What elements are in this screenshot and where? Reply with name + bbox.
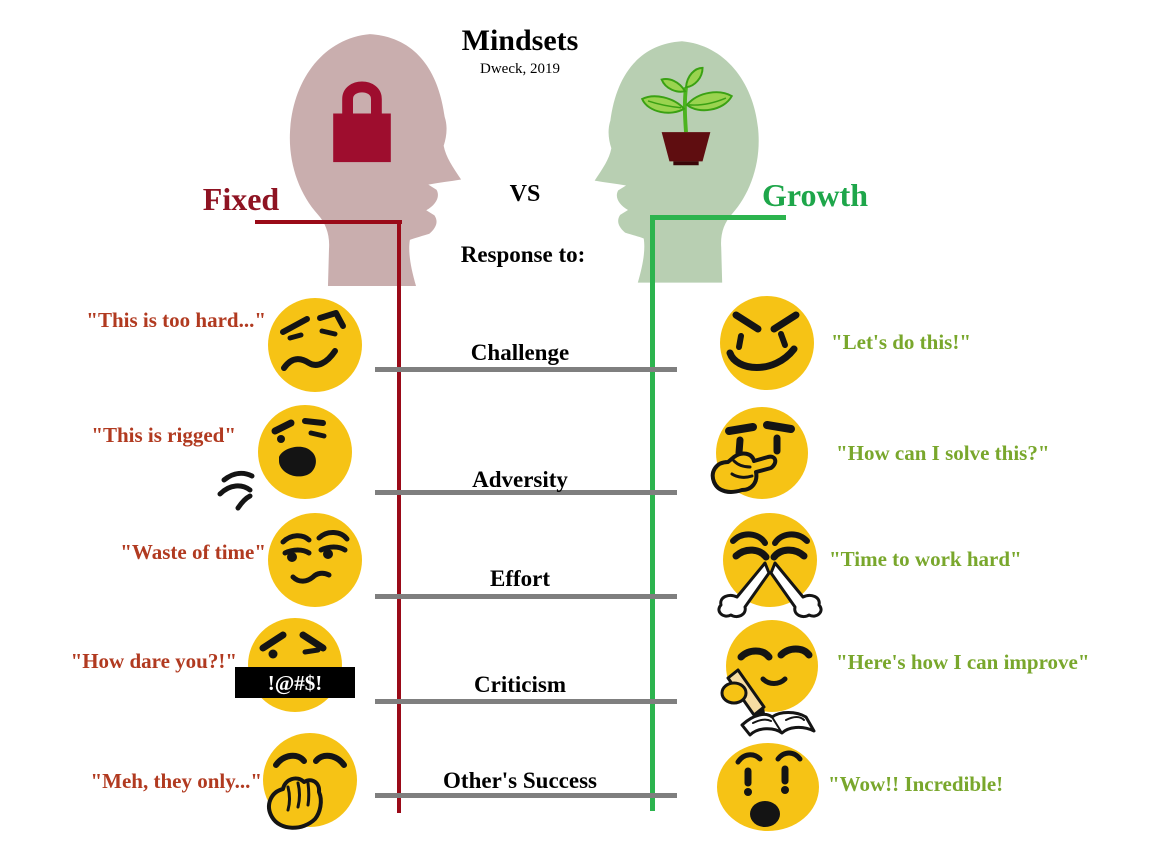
fixed-quote-challenge: "This is too hard..." <box>86 308 266 332</box>
writing-notes-face-icon <box>707 608 837 738</box>
astonished-face-icon <box>703 725 833 855</box>
fixed-quote-others-success: "Meh, they only..." <box>90 769 263 793</box>
fixed-connector-line-vertical <box>397 220 401 813</box>
fixed-quote-criticism: "How dare you?!" <box>70 649 237 673</box>
growth-connector-line-horizontal <box>650 215 786 220</box>
growth-mindset-label: Growth <box>761 177 869 213</box>
steam-face-icon <box>705 500 835 630</box>
category-adversity: Adversity <box>472 467 568 492</box>
growth-quote-criticism: "Here's how I can improve" <box>836 650 1090 674</box>
fixed-mindset-label: Fixed <box>202 181 280 217</box>
swearing-face-icon: !@#$! <box>230 605 360 735</box>
eye-roll-face-icon <box>250 500 380 630</box>
fixed-connector-line-horizontal <box>255 220 402 224</box>
row-divider-others-success <box>375 793 677 798</box>
category-challenge: Challenge <box>470 340 570 365</box>
row-divider-adversity <box>375 490 677 495</box>
angry-face-icon <box>250 285 380 415</box>
svg-text:!@#$!: !@#$! <box>268 671 323 695</box>
category-effort: Effort <box>489 566 551 591</box>
growth-quote-challenge: "Let's do this!" <box>831 330 971 354</box>
fixed-quote-effort: "Waste of time" <box>120 540 266 564</box>
row-divider-criticism <box>375 699 677 704</box>
fixed-quote-adversity: "This is rigged" <box>91 423 236 447</box>
row-divider-effort <box>375 594 677 599</box>
plant-sprout-icon <box>640 66 734 166</box>
shouting-face-icon <box>217 392 370 522</box>
response-to-label: Response to: <box>460 242 586 267</box>
yawning-face-icon <box>245 720 375 850</box>
determined-smirk-face-icon <box>702 283 832 413</box>
citation: Dweck, 2019 <box>480 61 560 77</box>
page-title: Mindsets <box>461 24 579 57</box>
vs-label: VS <box>509 181 541 207</box>
row-divider-challenge <box>375 367 677 372</box>
growth-quote-others-success: "Wow!! Incredible! <box>828 772 1004 796</box>
thinking-face-icon <box>697 395 827 525</box>
category-criticism: Criticism <box>474 672 566 697</box>
growth-connector-line-vertical <box>650 215 655 811</box>
growth-quote-effort: "Time to work hard" <box>829 547 1022 571</box>
lock-icon <box>333 81 391 163</box>
growth-quote-adversity: "How can I solve this?" <box>836 441 1050 465</box>
category-others-success: Other's Success <box>443 768 597 793</box>
